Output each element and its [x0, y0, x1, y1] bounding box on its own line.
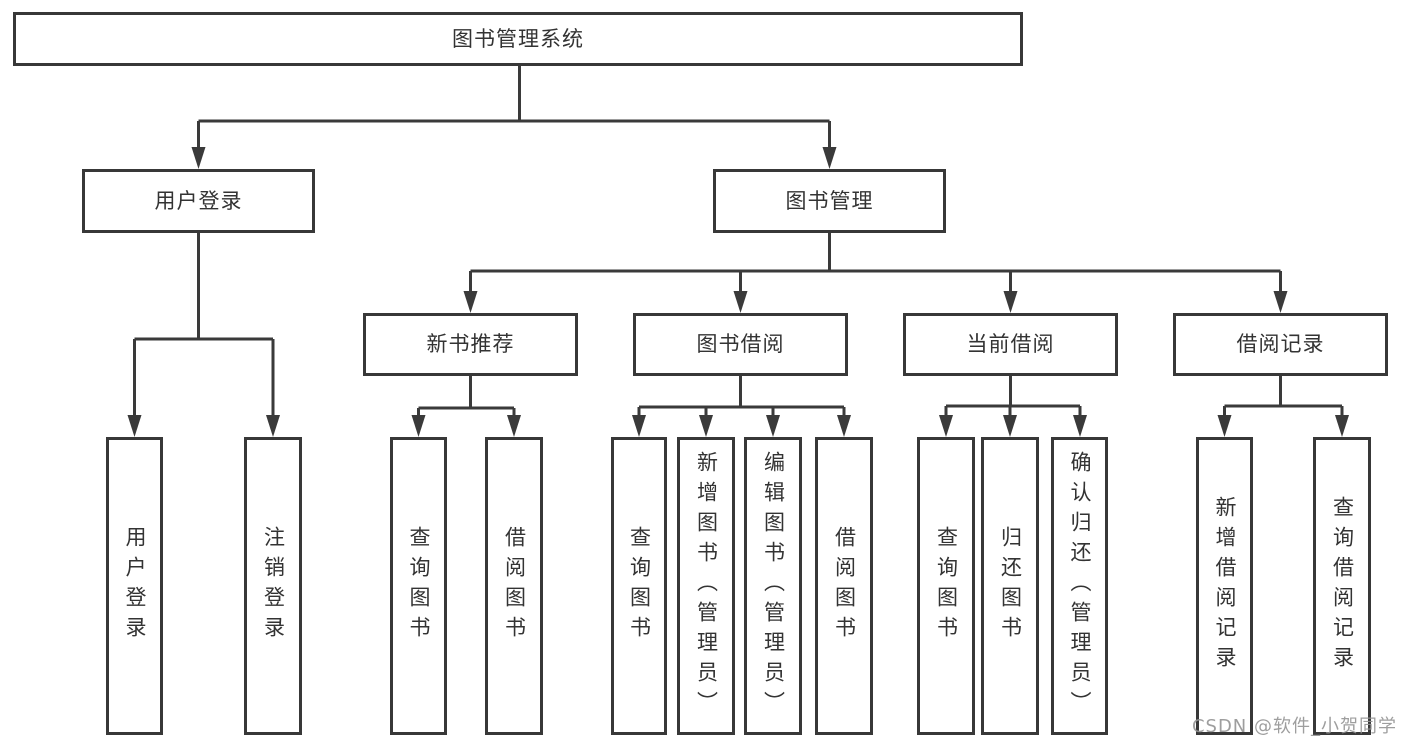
leaf-records-query-record: 查询借阅记录 [1313, 437, 1371, 735]
leaf-records-query-record-label: 查询借阅记录 [1330, 496, 1355, 676]
node-book-management-label: 图书管理 [785, 188, 874, 213]
leaf-current-confirm-return: 确认归还（管理员） [1051, 437, 1108, 735]
leaf-borrowing-edit-books-label: 编辑图书（管理员） [761, 451, 786, 721]
leaf-borrowing-query-books: 查询图书 [611, 437, 667, 735]
node-new-book-recommend-label: 新书推荐 [426, 332, 515, 356]
node-user-login: 用户登录 [82, 169, 315, 233]
leaf-records-add-record: 新增借阅记录 [1196, 437, 1253, 735]
node-user-login-label: 用户登录 [154, 188, 243, 213]
leaf-logout-label: 注销登录 [261, 526, 286, 646]
leaf-recommend-query-books: 查询图书 [390, 437, 447, 735]
node-book-borrowing: 图书借阅 [633, 313, 848, 376]
leaf-current-confirm-return-label: 确认归还（管理员） [1068, 451, 1092, 721]
node-root-system: 图书管理系统 [13, 12, 1023, 66]
leaf-borrowing-add-books: 新增图书（管理员） [677, 437, 735, 735]
leaf-logout: 注销登录 [244, 437, 302, 735]
leaf-borrowing-edit-books: 编辑图书（管理员） [744, 437, 802, 735]
leaf-current-query-books-label: 查询图书 [934, 526, 959, 646]
leaf-recommend-borrow-books: 借阅图书 [485, 437, 543, 735]
leaf-recommend-borrow-books-label: 借阅图书 [502, 526, 527, 646]
node-current-borrowing-label: 当前借阅 [966, 332, 1055, 356]
leaf-current-return-books: 归还图书 [981, 437, 1039, 735]
node-book-borrowing-label: 图书借阅 [696, 332, 785, 356]
leaf-user-login-label: 用户登录 [123, 526, 147, 646]
csdn-watermark: CSDN @软件_小贺同学 [1191, 716, 1397, 737]
leaf-user-login: 用户登录 [106, 437, 163, 735]
leaf-records-add-record-label: 新增借阅记录 [1213, 496, 1237, 676]
leaf-borrowing-add-books-label: 新增图书（管理员） [694, 451, 719, 721]
node-borrowing-records: 借阅记录 [1173, 313, 1388, 376]
leaf-current-query-books: 查询图书 [917, 437, 975, 735]
node-book-management: 图书管理 [713, 169, 946, 233]
leaf-borrowing-borrow-books-label: 借阅图书 [832, 526, 857, 646]
node-borrowing-records-label: 借阅记录 [1236, 332, 1325, 356]
node-new-book-recommend: 新书推荐 [363, 313, 578, 376]
node-root-system-label: 图书管理系统 [452, 26, 584, 51]
leaf-borrowing-query-books-label: 查询图书 [627, 526, 652, 646]
leaf-current-return-books-label: 归还图书 [998, 526, 1023, 646]
node-current-borrowing: 当前借阅 [903, 313, 1118, 376]
arrowheads [127, 147, 1349, 437]
leaf-borrowing-borrow-books: 借阅图书 [815, 437, 873, 735]
leaf-recommend-query-books-label: 查询图书 [407, 526, 431, 646]
